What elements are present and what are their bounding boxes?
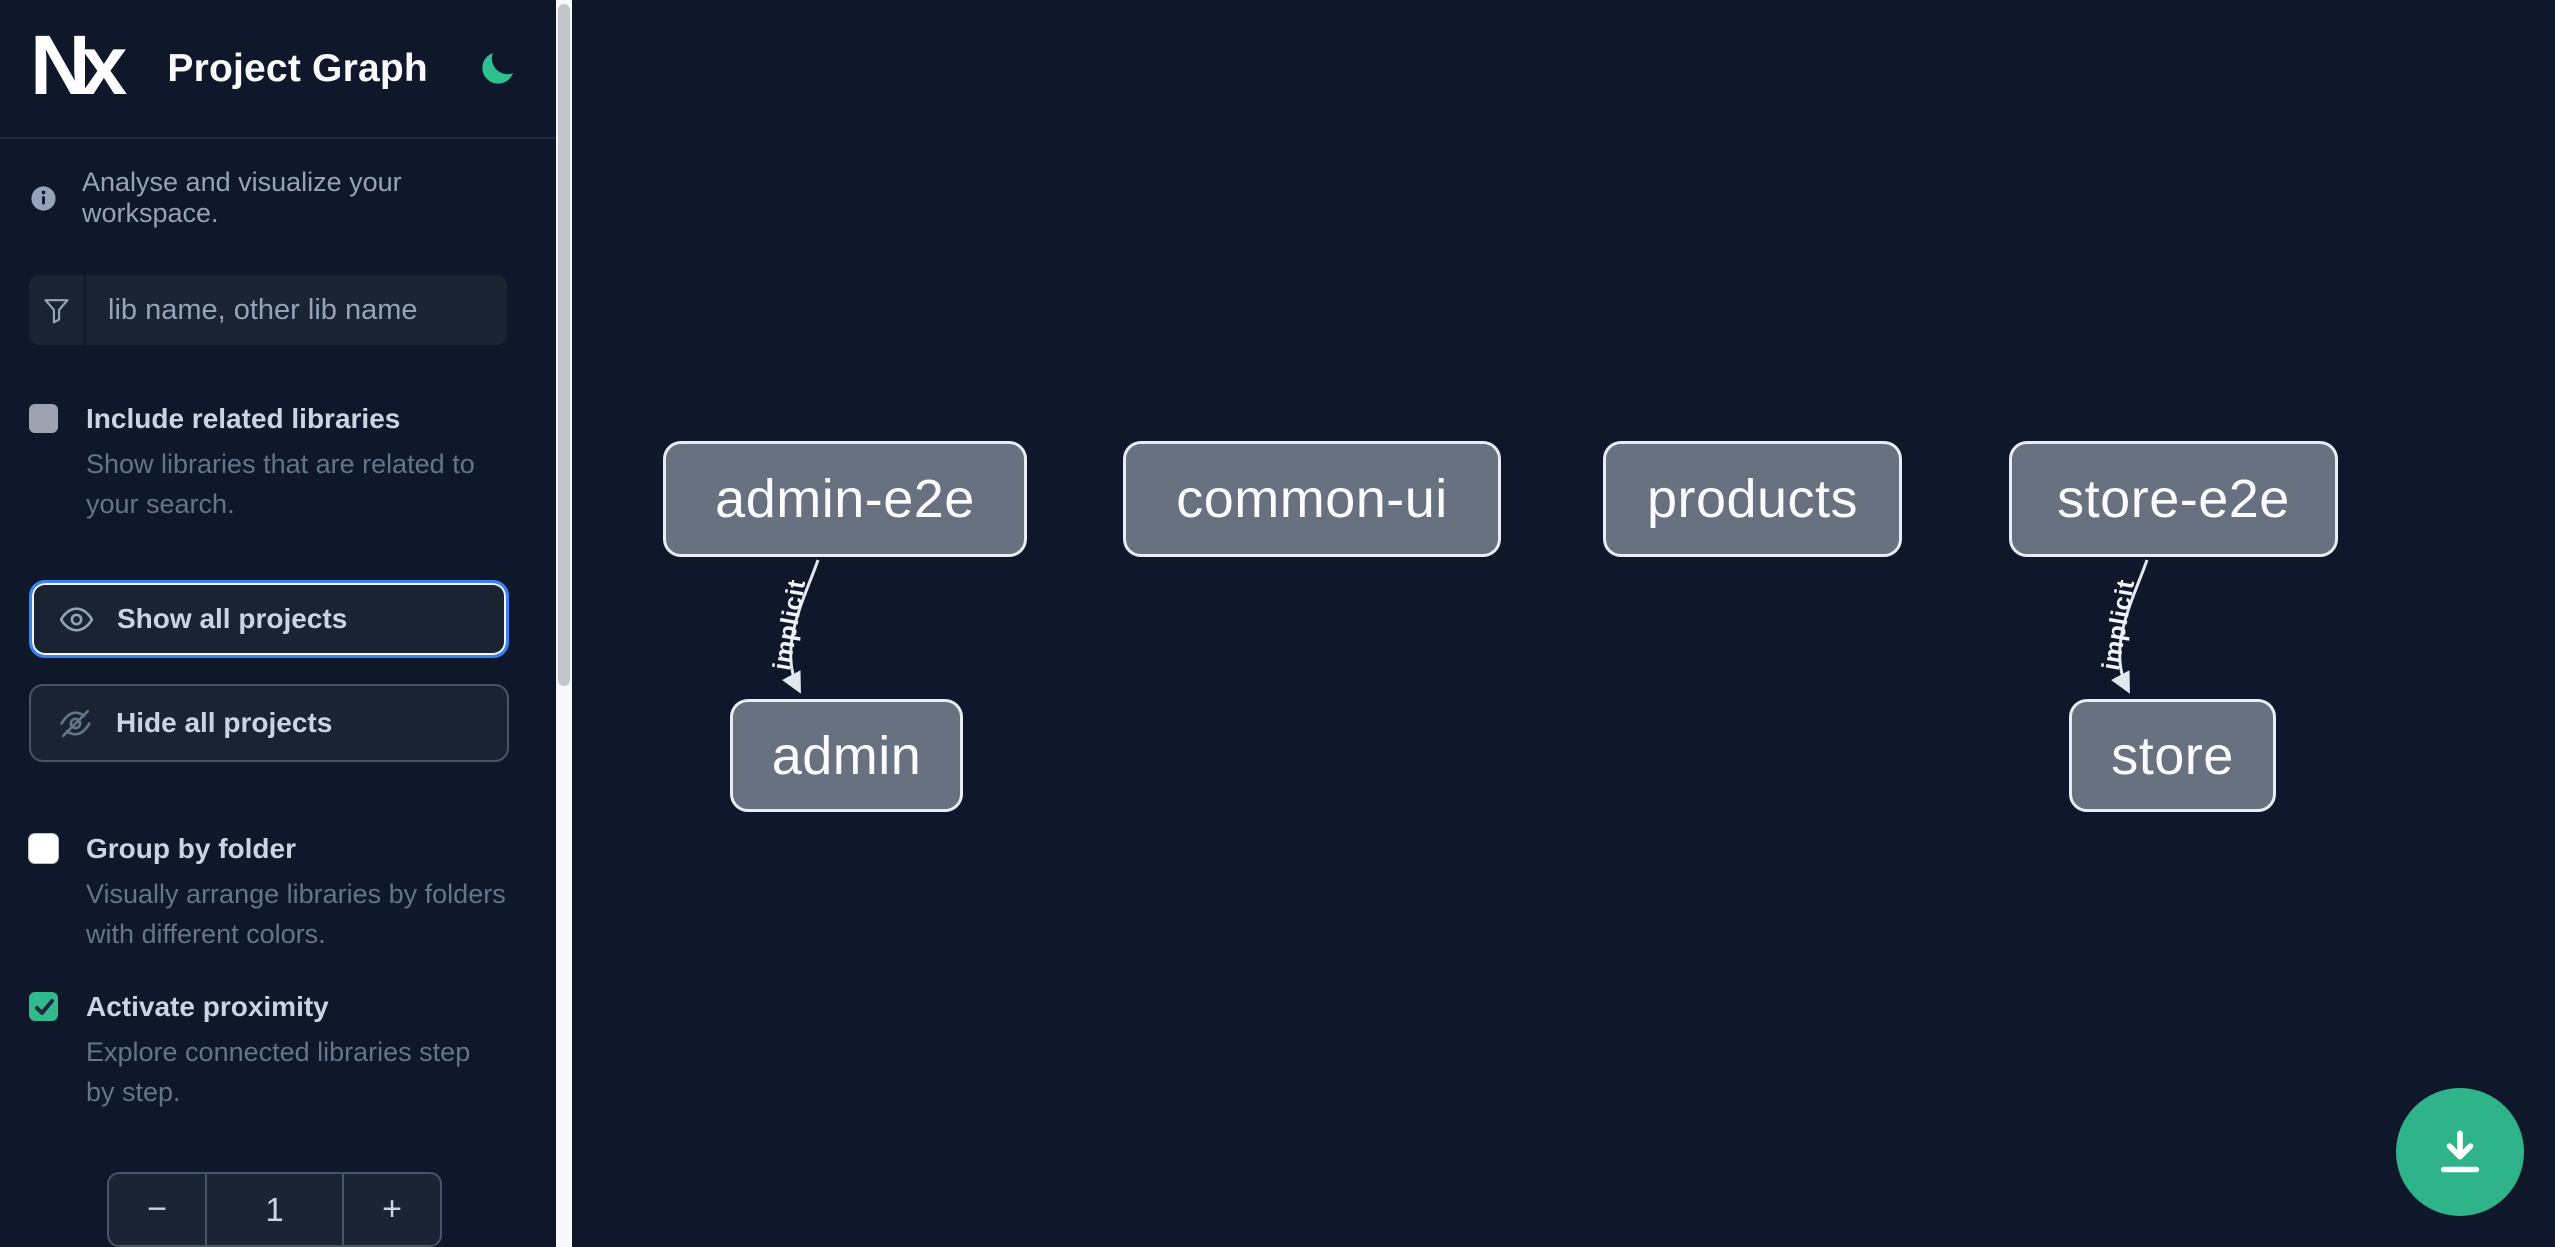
download-graph-button[interactable] bbox=[2396, 1088, 2524, 1216]
graph-node-admin-e2e[interactable]: admin-e2e bbox=[663, 441, 1027, 557]
sidebar-scrollbar-thumb[interactable] bbox=[558, 4, 570, 686]
activate-proximity-description: Explore connected libraries step by step… bbox=[86, 1037, 471, 1107]
group-by-folder-text: Group by folder Visually arrange librari… bbox=[86, 832, 506, 954]
checkbox-include-related[interactable] bbox=[29, 404, 58, 433]
graph-node-admin[interactable]: admin bbox=[730, 699, 963, 812]
info-icon bbox=[31, 185, 56, 211]
tagline-text: Analyse and visualize your workspace. bbox=[82, 167, 402, 228]
group-by-folder-row: Group by folder Visually arrange librari… bbox=[29, 832, 527, 954]
include-related-label: Include related libraries bbox=[86, 403, 401, 434]
show-all-projects-button[interactable]: Show all projects bbox=[29, 580, 509, 658]
graph-node-common-ui[interactable]: common-ui bbox=[1123, 441, 1501, 557]
checkbox-group-by-folder[interactable] bbox=[29, 834, 58, 863]
theme-toggle-button[interactable] bbox=[476, 48, 518, 90]
include-related-row: Include related libraries Show libraries… bbox=[29, 402, 527, 524]
funnel-icon bbox=[29, 275, 86, 345]
moon-icon bbox=[482, 52, 513, 84]
graph-edge-admin-e2e-admin bbox=[781, 559, 820, 694]
graph-node-store[interactable]: store bbox=[2069, 699, 2276, 812]
checkbox-activate-proximity[interactable] bbox=[29, 992, 58, 1021]
include-related-text: Include related libraries Show libraries… bbox=[86, 402, 506, 524]
eye-off-icon bbox=[60, 709, 91, 737]
nx-logo: Nx bbox=[30, 17, 127, 112]
proximity-decrement-button[interactable]: − bbox=[109, 1174, 207, 1245]
page-title: Project Graph bbox=[167, 46, 428, 90]
eye-icon bbox=[59, 606, 94, 632]
show-all-projects-label: Show all projects bbox=[117, 603, 348, 634]
graph-edges bbox=[781, 559, 2149, 694]
proximity-value[interactable]: 1 bbox=[265, 1190, 284, 1228]
graph-node-store-e2e[interactable]: store-e2e bbox=[2009, 441, 2338, 557]
include-related-description: Show libraries that are related to your … bbox=[86, 449, 475, 519]
graph-node-products[interactable]: products bbox=[1603, 441, 1902, 557]
hide-all-projects-label: Hide all projects bbox=[116, 707, 333, 738]
sidebar-scrollbar bbox=[556, 0, 572, 1247]
checkmark-icon bbox=[34, 998, 54, 1015]
proximity-stepper: − 1 + bbox=[107, 1172, 442, 1247]
sidebar-body: Analyse and visualize your workspace. In… bbox=[0, 139, 556, 1247]
activate-proximity-text: Activate proximity Explore connected lib… bbox=[86, 990, 506, 1112]
graph-edge-store-e2e-store bbox=[2110, 559, 2149, 694]
search-input[interactable] bbox=[86, 275, 507, 345]
group-by-folder-description: Visually arrange libraries by folders wi… bbox=[86, 879, 506, 949]
download-icon bbox=[2440, 1130, 2480, 1173]
activate-proximity-label: Activate proximity bbox=[86, 991, 329, 1022]
sidebar: Nx Project Graph Analyse and visualize y… bbox=[0, 0, 556, 1247]
hide-all-projects-button[interactable]: Hide all projects bbox=[29, 684, 509, 762]
workspace-info: Analyse and visualize your workspace. bbox=[29, 167, 527, 229]
sidebar-header: Nx Project Graph bbox=[0, 0, 556, 139]
activate-proximity-row: Activate proximity Explore connected lib… bbox=[29, 990, 527, 1112]
search-box bbox=[29, 275, 507, 345]
proximity-increment-button[interactable]: + bbox=[342, 1174, 440, 1245]
group-by-folder-label: Group by folder bbox=[86, 833, 296, 864]
